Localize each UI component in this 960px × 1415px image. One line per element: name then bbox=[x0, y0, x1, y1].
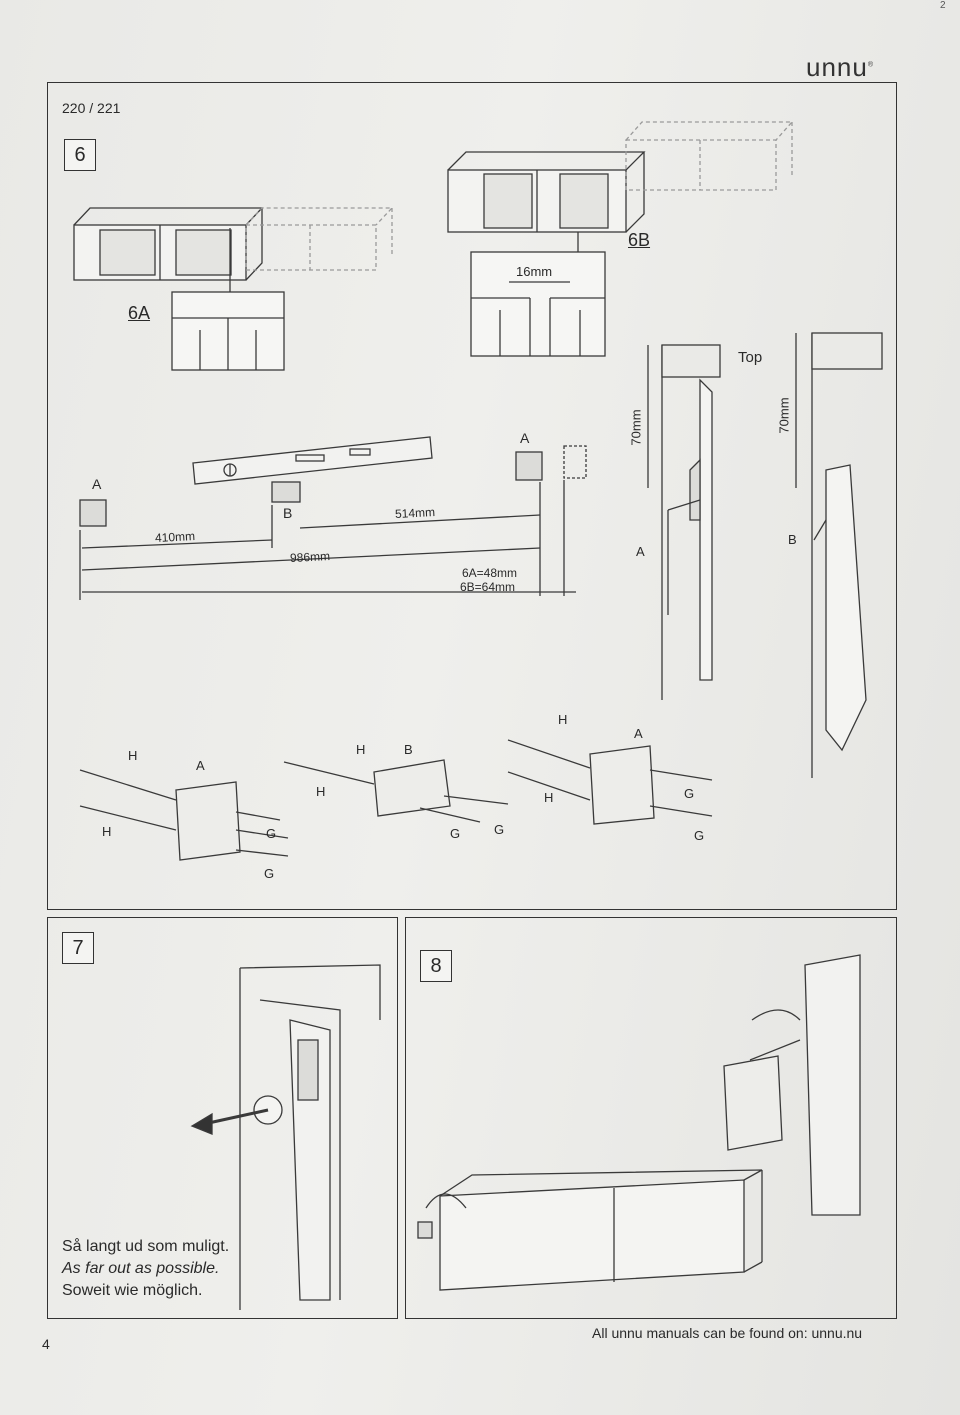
screw-G-label: G bbox=[266, 826, 277, 841]
step-6-panel bbox=[47, 82, 897, 910]
hardware-A-left bbox=[79, 769, 289, 861]
screw-H-label: H bbox=[544, 790, 554, 805]
arrow-A-label: A bbox=[636, 544, 645, 559]
bracket-A-left-label: A bbox=[92, 476, 102, 492]
wall-section-6A bbox=[647, 344, 721, 700]
hardware-A-right bbox=[507, 739, 713, 825]
brand-logo: unnu® bbox=[806, 52, 875, 82]
screw-G-label: G bbox=[494, 822, 505, 837]
offset-6A: 6A=48mm bbox=[462, 566, 518, 580]
step-7-panel bbox=[47, 917, 398, 1319]
manuals-url-note: All unnu manuals can be found on: unnu.n… bbox=[592, 1325, 863, 1341]
screw-H-label: H bbox=[558, 712, 568, 727]
page-number: 4 bbox=[42, 1336, 50, 1352]
screw-G-label: G bbox=[694, 828, 705, 843]
label-6B: 6B bbox=[628, 230, 651, 250]
screw-G-label: G bbox=[684, 786, 695, 801]
wall-section-6B bbox=[795, 332, 883, 778]
arrow-B-label: B bbox=[788, 532, 797, 547]
screw-H-label: H bbox=[128, 748, 138, 763]
corner-mark: 2 bbox=[940, 0, 946, 11]
screw-H-label: H bbox=[102, 824, 112, 839]
bracket-layout-diagram bbox=[79, 445, 587, 600]
screw-H-label: H bbox=[356, 742, 366, 757]
label-top: Top bbox=[738, 349, 763, 366]
step-7-number: 7 bbox=[62, 932, 94, 964]
hardware-A-right-label: A bbox=[634, 726, 643, 741]
offset-6B: 6B=64mm bbox=[460, 580, 516, 594]
cabinet-6B-illustration bbox=[447, 121, 794, 357]
screw-G-label: G bbox=[264, 866, 275, 881]
bracket-A-right-label: A bbox=[520, 430, 530, 446]
step-8-panel bbox=[405, 917, 897, 1319]
label-6A: 6A bbox=[128, 303, 151, 323]
step-6-number: 6 bbox=[64, 139, 96, 171]
hardware-A-left-label: A bbox=[196, 758, 205, 773]
model-number: 220 / 221 bbox=[62, 100, 121, 116]
caption-german: Soweit wie möglich. bbox=[62, 1282, 203, 1299]
screw-G-label: G bbox=[450, 826, 461, 841]
bracket-B-label: B bbox=[283, 505, 293, 521]
cabinet-6A-illustration bbox=[73, 207, 394, 371]
caption-english: As far out as possible. bbox=[62, 1260, 220, 1277]
hardware-B-middle bbox=[283, 759, 509, 823]
caption-danish: Så langt ud som muligt. bbox=[62, 1238, 230, 1255]
spirit-level-illustration bbox=[192, 436, 433, 485]
step-8-number: 8 bbox=[420, 950, 452, 982]
screw-H-label: H bbox=[316, 784, 326, 799]
hardware-B-label: B bbox=[404, 742, 413, 757]
dim-16mm: 16mm bbox=[516, 264, 553, 279]
step-7-caption: Så langt ud som muligt. As far out as po… bbox=[62, 1236, 229, 1302]
